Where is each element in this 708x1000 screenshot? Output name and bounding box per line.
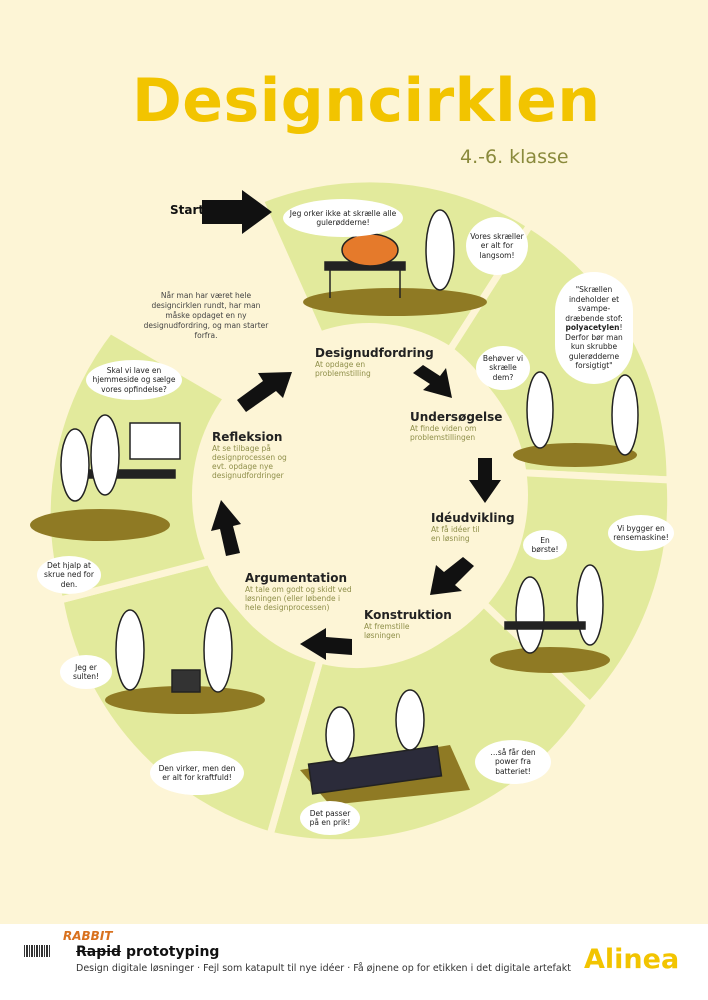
design-circle-diagram [30,178,671,843]
footer [0,924,708,1000]
footer-series-title: Rapid prototyping [76,944,219,960]
stage-desc: At finde viden om problemstillingen [410,424,477,442]
speech-bubble: En børste! [523,530,567,560]
footer-tagline: Design digitale løsninger · Fejl som kat… [76,963,571,974]
arrow-icon [469,458,501,503]
bubble-text: ! Derfor bør man kun skrubbe gulerøddern… [565,323,623,371]
cycle-arrows [211,365,501,660]
stage-desc: At tale om godt og skidt ved løsningen (… [245,585,352,612]
stage-argumentation: Argumentation At tale om godt og skidt v… [245,571,360,612]
arrow-icon [211,500,241,556]
start-label: Start [170,203,205,217]
stage-undersoegelse: Undersøgelse At finde viden om problemst… [410,410,503,442]
arrow-icon [237,372,292,412]
speech-bubble: Det passer på en prik! [300,801,360,835]
stage-desc: At få idéer til en løsning [431,525,480,543]
speech-bubble: Jeg orker ikke at skrælle alle gulerødde… [283,199,403,237]
footer-rabbit: RABBIT [63,929,113,943]
arrow-icon [300,628,352,660]
brand-logo: Alinea [584,944,680,975]
stage-refleksion: Refleksion At se tilbage på designproces… [212,430,302,480]
stage-desc: At se tilbage på designprocessen og evt.… [212,444,287,480]
intro-text: Når man har været hele designcirklen run… [143,291,269,340]
arrow-icon [413,365,452,398]
arrow-icon [430,557,474,595]
speech-bubble: Vi bygger en rensemaskine! [608,515,674,551]
barcode-icon [24,945,50,957]
stage-desc: At opdage en problemstilling [315,360,371,378]
stage-designudfordring: Designudfordring At opdage en problemsti… [315,346,434,378]
speech-bubble: "Skrællen indeholder et svampe-dræbende … [555,272,633,384]
stage-title: Idéudvikling [431,511,515,525]
stage-ideudvikling: Idéudvikling At få idéer til en løsning [431,511,515,543]
footer-prototyping: prototyping [125,944,220,960]
stage-title: Undersøgelse [410,410,503,424]
stage-konstruktion: Konstruktion At fremstille løsningen [364,608,454,640]
poster: Designcirklen 4.-6. klasse [30,66,674,843]
arrow-icon [202,190,272,234]
page-subtitle: 4.-6. klasse [460,146,569,168]
stage-desc: At fremstille løsningen [364,622,410,640]
stage-title: Konstruktion [364,608,452,622]
speech-bubble: Det hjalp at skrue ned for den. [37,556,101,594]
stage-title: Designudfordring [315,346,434,360]
scene-props [60,209,639,795]
speech-bubble: Skal vi lave en hjemmeside og sælge vore… [86,360,182,400]
speech-bubble: …så får den power fra batteriet! [475,740,551,784]
speech-bubble: Behøver vi skrælle dem? [476,346,530,390]
bubble-emphasis: polyacetylen [565,323,620,333]
stage-title: Refleksion [212,430,283,444]
stage-title: Argumentation [245,571,347,585]
footer-rapid: Rapid [76,944,122,960]
speech-bubble: Jeg er sulten! [60,655,112,689]
speech-bubble: Vores skræller er alt for langsom! [466,217,528,275]
speech-bubble: Den virker, men den er alt for kraftfuld… [150,751,244,795]
page-title: Designcirklen [132,66,601,136]
bubble-text: "Skrællen indeholder et svampe-dræbende … [565,285,623,323]
